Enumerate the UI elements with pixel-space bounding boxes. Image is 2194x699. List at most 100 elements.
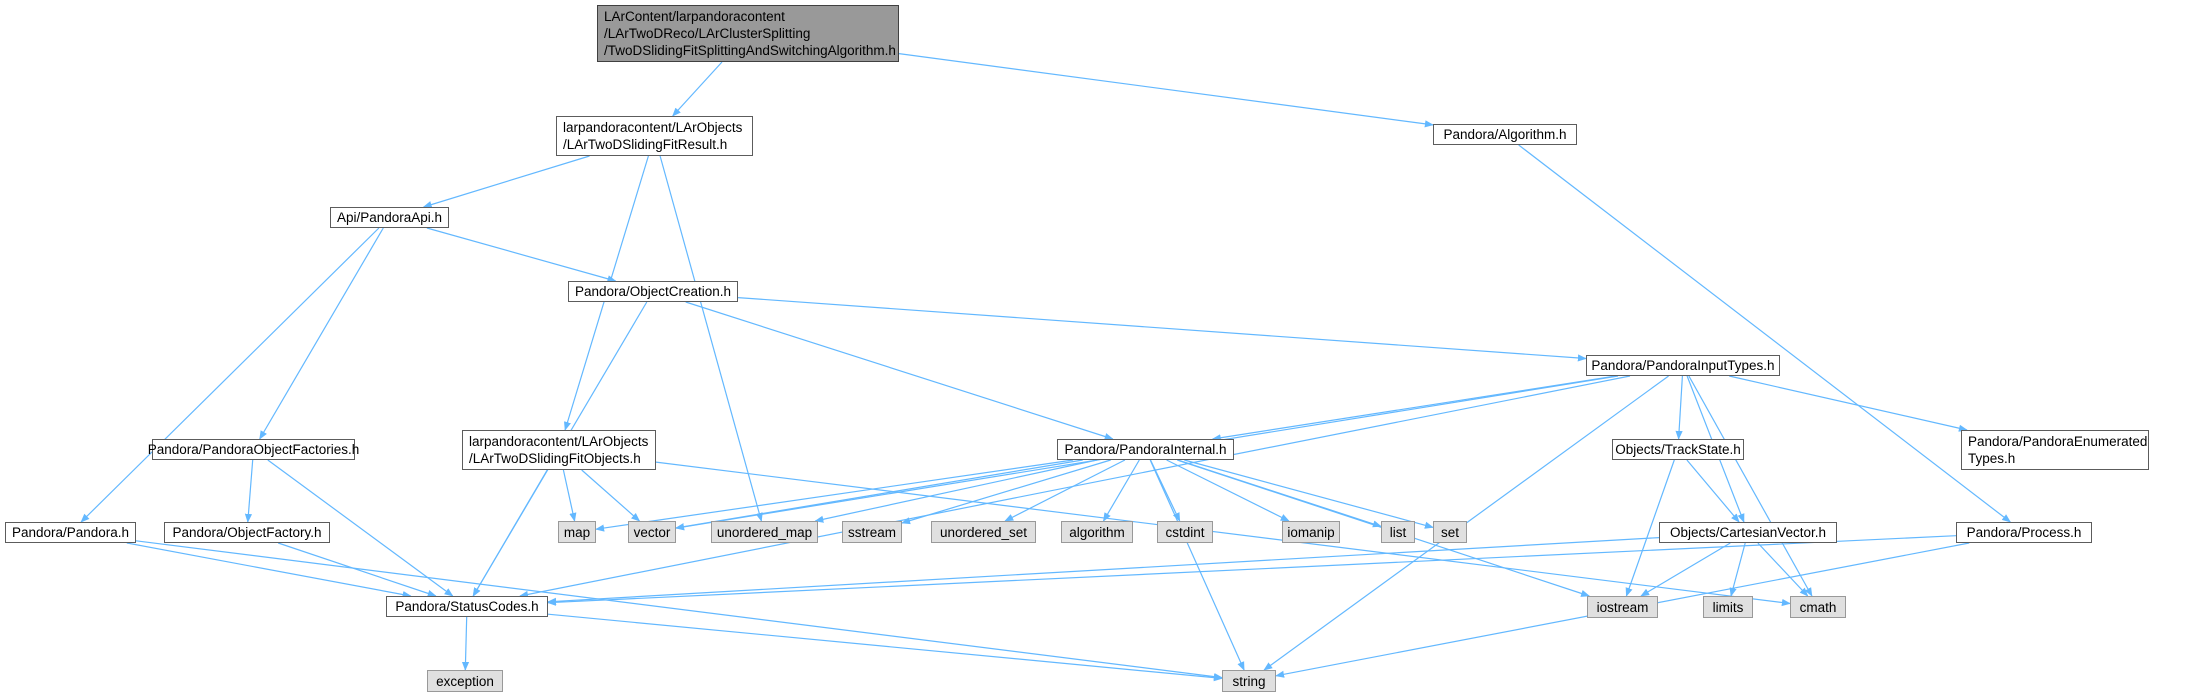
node-label-line: /LArTwoDReco/LArClusterSplitting	[604, 26, 811, 41]
node-label-line: cstdint	[1165, 524, 1205, 540]
node-label-line: Pandora/PandoraInternal.h	[1064, 442, 1227, 457]
node-list: list	[1381, 521, 1415, 543]
edge-fitobjects-to-map	[562, 469, 577, 522]
edge-statuscodes-to-exception	[461, 616, 470, 671]
edge-fitobjects-to-cmath	[655, 461, 1791, 607]
node-label-line: Pandora/ObjectFactory.h	[172, 525, 322, 540]
node-iomanip: iomanip	[1282, 521, 1340, 543]
node-fitobjects[interactable]: larpandoracontent/LArObjects/LArTwoDSlid…	[462, 430, 656, 470]
node-label-line: LArContent/larpandoracontent	[604, 9, 785, 24]
node-root: LArContent/larpandoracontent/LArTwoDReco…	[597, 5, 899, 62]
node-label-line: iostream	[1596, 599, 1649, 615]
edge-pandoraapi-to-pandora	[80, 227, 380, 523]
node-fitresult[interactable]: larpandoracontent/LArObjects/LArTwoDSlid…	[556, 116, 753, 156]
node-process[interactable]: Pandora/Process.h	[1956, 522, 2092, 543]
node-label-line: string	[1232, 673, 1266, 689]
edge-objectfactories-to-objectfactory	[244, 459, 254, 523]
edge-algorithm-to-process	[1518, 144, 2012, 523]
node-internal[interactable]: Pandora/PandoraInternal.h	[1057, 439, 1234, 460]
edge-process-to-statuscodes	[547, 535, 1957, 606]
edge-inputtypes-to-enumerated	[1729, 375, 1968, 432]
node-label-line: Pandora/Algorithm.h	[1443, 127, 1567, 142]
node-unordered-map: unordered_map	[711, 521, 818, 543]
edge-root-to-fitresult	[672, 61, 723, 117]
edge-fitresult-to-unordered-map	[659, 155, 763, 522]
node-unordered-set: unordered_set	[931, 521, 1036, 543]
node-objectfactory[interactable]: Pandora/ObjectFactory.h	[164, 522, 330, 543]
node-label-line: Pandora/ObjectCreation.h	[574, 284, 732, 299]
node-label-line: iomanip	[1287, 524, 1335, 540]
node-cartesian[interactable]: Objects/CartesianVector.h	[1659, 522, 1837, 543]
node-objectcreation[interactable]: Pandora/ObjectCreation.h	[568, 281, 738, 302]
node-cmath: cmath	[1790, 596, 1846, 618]
edge-internal-to-vector	[675, 459, 1083, 531]
edge-inputtypes-to-trackstate	[1675, 375, 1683, 440]
edge-internal-to-iomanip	[1166, 459, 1290, 522]
edge-internal-to-unordered-map	[814, 459, 1098, 523]
node-label-line: unordered_map	[716, 524, 813, 540]
node-label-line: cmath	[1799, 599, 1837, 615]
node-exception: exception	[427, 670, 503, 692]
node-sstream: sstream	[842, 521, 902, 543]
node-label-line: limits	[1712, 599, 1744, 615]
node-label-line: unordered_set	[939, 524, 1028, 540]
node-iostream: iostream	[1587, 596, 1658, 618]
edge-pandora-to-statuscodes	[126, 542, 412, 599]
node-label-line: larpandoracontent/LArObjects	[563, 120, 743, 135]
edge-cartesian-to-iostream	[1640, 542, 1731, 597]
node-map: map	[558, 521, 596, 543]
node-label-line: Pandora/Process.h	[1966, 525, 2082, 540]
edge-fitresult-to-pandoraapi	[422, 155, 590, 209]
edge-internal-to-unordered-set	[1004, 459, 1126, 522]
edge-cartesian-to-cmath	[1757, 542, 1809, 597]
node-label-line: algorithm	[1069, 524, 1125, 540]
node-label-line: Api/PandoraApi.h	[336, 210, 443, 225]
node-label-line: /LArTwoDSlidingFitResult.h	[563, 137, 728, 152]
node-cstdint: cstdint	[1157, 521, 1213, 543]
node-set: set	[1433, 521, 1467, 543]
node-label-line: /TwoDSlidingFitSplittingAndSwitchingAlgo…	[604, 43, 896, 58]
edge-pandoraapi-to-objectcreation	[426, 227, 617, 283]
node-label-line: Objects/CartesianVector.h	[1669, 525, 1827, 540]
node-pandora[interactable]: Pandora/Pandora.h	[5, 522, 136, 543]
edge-objectcreation-to-internal	[685, 301, 1114, 440]
node-statuscodes[interactable]: Pandora/StatusCodes.h	[386, 596, 548, 617]
edge-inputtypes-to-cmath	[1688, 375, 1813, 597]
node-label-line: vector	[633, 524, 671, 540]
node-string: string	[1222, 670, 1276, 692]
node-label-line: Pandora/PandoraInputTypes.h	[1591, 358, 1775, 373]
node-algorithm-std: algorithm	[1061, 521, 1133, 543]
node-inputtypes[interactable]: Pandora/PandoraInputTypes.h	[1586, 355, 1780, 376]
node-vector: vector	[628, 521, 676, 543]
node-limits: limits	[1703, 596, 1753, 618]
edge-trackstate-to-iostream	[1625, 459, 1675, 597]
node-objectfactories[interactable]: Pandora/PandoraObjectFactories.h	[148, 439, 359, 460]
node-label-line: set	[1440, 524, 1459, 540]
node-label-line: larpandoracontent/LArObjects	[469, 434, 649, 449]
node-label-line: list	[1389, 524, 1407, 540]
node-label-line: Pandora/PandoraObjectFactories.h	[147, 442, 360, 457]
edge-internal-to-map	[595, 459, 1074, 532]
node-trackstate[interactable]: Objects/TrackState.h	[1612, 439, 1744, 460]
node-label-line: /LArTwoDSlidingFitObjects.h	[469, 451, 641, 466]
edge-objectfactories-to-statuscodes	[267, 459, 454, 597]
edge-objectcreation-to-inputtypes	[737, 297, 1587, 362]
edge-root-to-algorithm	[898, 53, 1434, 128]
node-label-line: Objects/TrackState.h	[1615, 442, 1741, 457]
edge-fitobjects-to-vector	[581, 469, 641, 522]
edge-cartesian-to-limits	[1729, 542, 1746, 597]
edge-internal-to-string	[1149, 459, 1245, 671]
node-pandoraapi[interactable]: Api/PandoraApi.h	[330, 207, 449, 228]
node-label-line: Types.h	[1968, 451, 2016, 466]
node-label-line: map	[563, 524, 591, 540]
edge-internal-to-sstream	[901, 459, 1111, 525]
edge-pandora-to-string	[135, 540, 1223, 681]
edge-inputtypes-to-internal	[1211, 375, 1616, 442]
node-label-line: exception	[436, 673, 494, 689]
edge-trackstate-to-cartesian	[1686, 459, 1740, 523]
node-algorithm[interactable]: Pandora/Algorithm.h	[1433, 124, 1577, 145]
edge-internal-to-set	[1184, 459, 1434, 529]
edge-fitobjects-to-statuscodes	[472, 469, 548, 597]
edge-pandoraapi-to-objectfactories	[259, 227, 384, 440]
